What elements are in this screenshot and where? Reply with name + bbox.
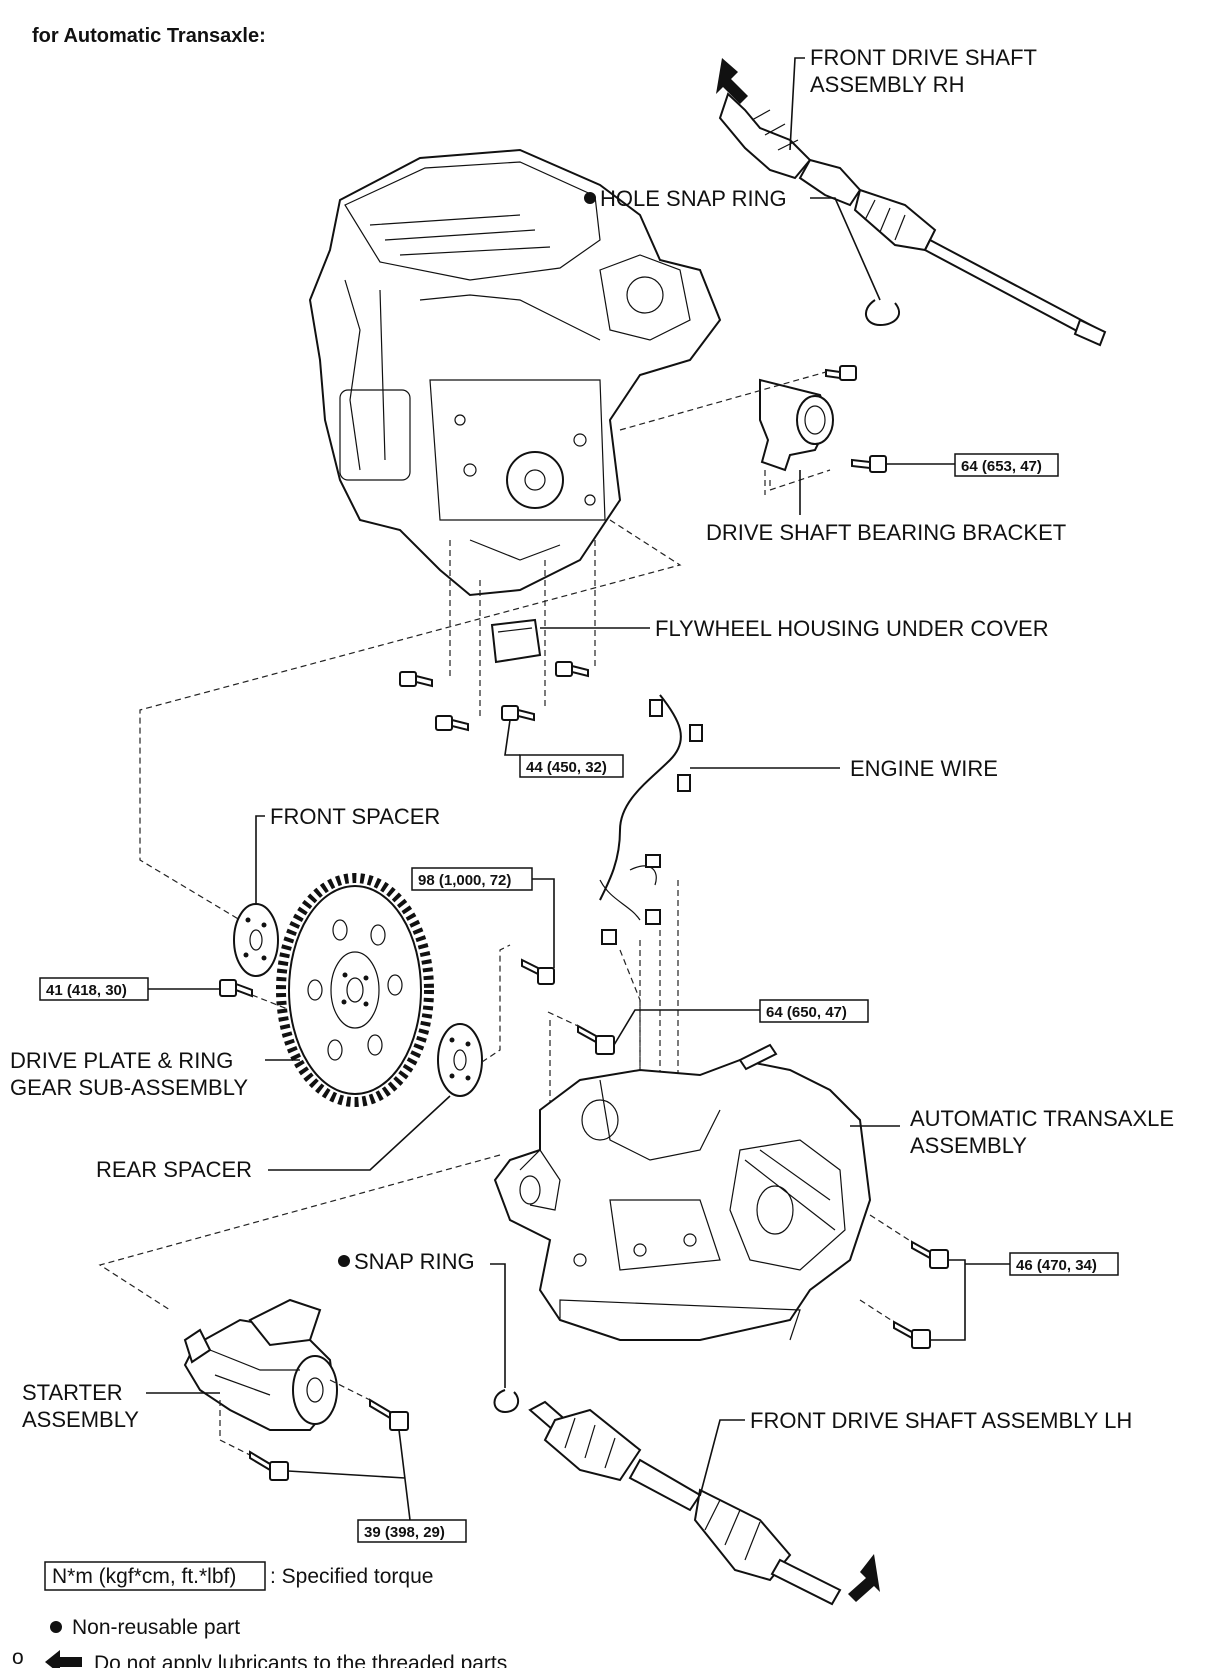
legend-non-reusable: Non-reusable part	[72, 1616, 240, 1639]
cover-bolt-2	[435, 715, 469, 732]
svg-text:ASSEMBLY: ASSEMBLY	[22, 1407, 139, 1432]
label-drive-shaft-bearing-bracket: DRIVE SHAFT BEARING BRACKET	[706, 470, 1066, 545]
front-drive-shaft-lh	[528, 1400, 842, 1606]
engine-assembly	[308, 148, 722, 597]
svg-text:FRONT DRIVE SHAFT: FRONT DRIVE SHAFT	[810, 45, 1037, 70]
torque-starter-bolts: 39 (398, 29)	[287, 1429, 467, 1543]
bracket-bolt-side	[851, 455, 887, 473]
svg-text:44 (450, 32): 44 (450, 32)	[526, 759, 607, 776]
rear-spacer	[437, 1023, 483, 1097]
torque-side-bolts: 46 (470, 34)	[930, 1252, 1119, 1341]
side-bolt-lower	[893, 1320, 931, 1349]
svg-text:39 (398, 29): 39 (398, 29)	[364, 1524, 445, 1541]
svg-text:REAR SPACER: REAR SPACER	[96, 1157, 252, 1182]
drive-shaft-bearing-bracket	[759, 378, 834, 472]
legend-no-lubricant: Do not apply lubricants to the threaded …	[94, 1652, 507, 1668]
cover-bolt-3	[501, 705, 535, 722]
label-hole-snap-ring: HOLE SNAP RING	[584, 186, 881, 301]
hole-snap-ring	[865, 299, 900, 327]
label-engine-wire: ENGINE WIRE	[690, 756, 998, 781]
torque-transaxle-bolt: 64 (650, 47)	[613, 999, 869, 1046]
cover-bolt-4	[555, 661, 589, 678]
starter-bolt-lower	[249, 1450, 289, 1481]
svg-text:FRONT SPACER: FRONT SPACER	[270, 804, 440, 829]
front-drive-shaft-rh	[718, 92, 1107, 347]
svg-text:FLYWHEEL HOUSING UNDER COVER: FLYWHEEL HOUSING UNDER COVER	[655, 616, 1049, 641]
svg-text:ENGINE WIRE: ENGINE WIRE	[850, 756, 998, 781]
svg-text:FRONT DRIVE SHAFT ASSEMBLY LH: FRONT DRIVE SHAFT ASSEMBLY LH	[750, 1408, 1132, 1433]
svg-text:DRIVE SHAFT BEARING BRACKET: DRIVE SHAFT BEARING BRACKET	[706, 520, 1066, 545]
svg-text:ASSEMBLY RH: ASSEMBLY RH	[810, 72, 964, 97]
snap-ring	[493, 1389, 520, 1414]
label-rear-spacer: REAR SPACER	[96, 1095, 451, 1182]
torque-upper-bolt: 98 (1,000, 72)	[411, 867, 555, 968]
cover-bolt-1	[399, 671, 433, 688]
no-lubricant-arrow-lh	[848, 1554, 880, 1602]
legend-torque-unit: N*m (kgf*cm, ft.*lbf)	[52, 1565, 236, 1588]
svg-text:HOLE SNAP RING: HOLE SNAP RING	[600, 186, 787, 211]
diagram-title: for Automatic Transaxle:	[32, 25, 266, 47]
label-starter-assembly: STARTER ASSEMBLY	[22, 1380, 220, 1432]
legend-torque-box	[44, 1561, 266, 1591]
no-lubricant-arrow-rh	[716, 58, 748, 104]
svg-text:SNAP RING: SNAP RING	[354, 1249, 475, 1274]
label-front-spacer: FRONT SPACER	[255, 804, 440, 904]
label-automatic-transaxle: AUTOMATIC TRANSAXLE ASSEMBLY	[850, 1106, 1174, 1158]
side-bolt-upper	[911, 1240, 949, 1269]
torque-drive-plate-bolt: 41 (418, 30)	[39, 977, 220, 1001]
flywheel-housing-under-cover	[490, 618, 542, 664]
upper-bolt	[521, 958, 555, 985]
label-drive-plate: DRIVE PLATE & RING GEAR SUB-ASSEMBLY	[10, 1048, 300, 1100]
legend-torque-text: : Specified torque	[270, 1565, 433, 1588]
svg-text:98 (1,000, 72): 98 (1,000, 72)	[418, 872, 511, 889]
footer-code: o	[12, 1646, 24, 1668]
label-snap-ring: SNAP RING	[338, 1249, 506, 1388]
engine-wire	[599, 694, 703, 945]
label-front-drive-shaft-rh: FRONT DRIVE SHAFT ASSEMBLY RH	[789, 45, 1037, 151]
legend: N*m (kgf*cm, ft.*lbf) : Specified torque…	[44, 1561, 507, 1668]
torque-bracket-bolt: 64 (653, 47)	[886, 453, 1059, 477]
transaxle-bolt	[577, 1024, 615, 1055]
automatic-transaxle-assembly	[493, 1043, 872, 1341]
drive-plate-ring-gear	[276, 873, 434, 1107]
svg-text:64 (650, 47): 64 (650, 47)	[766, 1004, 847, 1021]
no-lubricant-arrow-icon	[45, 1650, 82, 1668]
svg-text:ASSEMBLY: ASSEMBLY	[910, 1133, 1027, 1158]
torque-cover-bolt: 44 (450, 32)	[504, 719, 624, 778]
svg-text:STARTER: STARTER	[22, 1380, 123, 1405]
label-front-drive-shaft-lh: FRONT DRIVE SHAFT ASSEMBLY LH	[699, 1408, 1132, 1497]
bracket-bolt-top	[825, 365, 857, 381]
svg-text:41 (418, 30): 41 (418, 30)	[46, 982, 127, 999]
svg-text:DRIVE PLATE & RING: DRIVE PLATE & RING	[10, 1048, 233, 1073]
front-spacer	[233, 903, 279, 977]
svg-text:AUTOMATIC TRANSAXLE: AUTOMATIC TRANSAXLE	[910, 1106, 1174, 1131]
starter-bolt-upper	[369, 1398, 409, 1431]
non-reusable-bullet-icon	[50, 1621, 62, 1633]
starter-assembly	[183, 1298, 338, 1431]
drive-plate-bolt	[219, 979, 253, 998]
svg-text:GEAR SUB-ASSEMBLY: GEAR SUB-ASSEMBLY	[10, 1075, 248, 1100]
label-flywheel-housing-under-cover: FLYWHEEL HOUSING UNDER COVER	[540, 616, 1049, 641]
svg-text:64 (653, 47): 64 (653, 47)	[961, 458, 1042, 475]
svg-text:46 (470, 34): 46 (470, 34)	[1016, 1257, 1097, 1274]
